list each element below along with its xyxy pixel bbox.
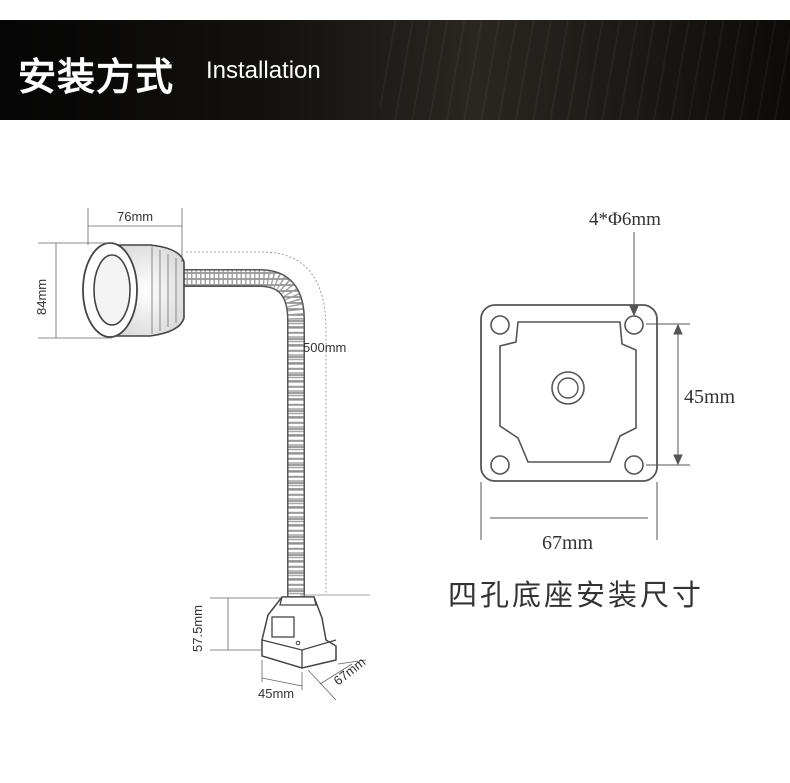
label-head-width: 76mm [117, 209, 153, 224]
lamp-side-view [82, 242, 337, 669]
mounting-hole-bottom-left [490, 455, 510, 475]
banner-background-texture [380, 20, 790, 120]
label-plate-width: 67mm [542, 532, 594, 554]
dim-hole-spec [629, 232, 639, 317]
label-hole-spec: 4*Φ6mm [589, 209, 661, 230]
lamp-head [82, 242, 185, 338]
dim-head-height [38, 242, 112, 339]
header-banner: 安装方式 Installation [0, 20, 790, 120]
dim-hole-spacing [646, 323, 690, 466]
base-plate-top-view [480, 304, 658, 482]
label-base-height: 57.5mm [190, 605, 205, 652]
dim-base-width [261, 660, 303, 690]
dim-head-width [87, 208, 183, 262]
header-title-chinese: 安装方式 [18, 55, 175, 99]
mounting-hole-top-left [490, 315, 510, 335]
lamp-lens [93, 254, 131, 326]
dim-gooseneck-length [186, 251, 370, 596]
label-hole-spacing: 45mm [684, 386, 736, 408]
center-hole-inner [557, 377, 579, 399]
label-gooseneck-length: 500mm [303, 340, 346, 355]
label-head-height: 84mm [34, 279, 49, 315]
lamp-base [261, 596, 337, 669]
gooseneck-arm [182, 269, 305, 600]
label-base-width: 45mm [258, 686, 294, 701]
header-title-english: Installation [206, 57, 321, 84]
mounting-hole-bottom-right [624, 455, 644, 475]
dim-plate-width [480, 482, 658, 540]
dim-base-depth [307, 659, 367, 701]
mounting-hole-top-right [624, 315, 644, 335]
dim-base-height [210, 597, 280, 651]
base-plate-caption: 四孔底座安装尺寸 [448, 578, 705, 612]
